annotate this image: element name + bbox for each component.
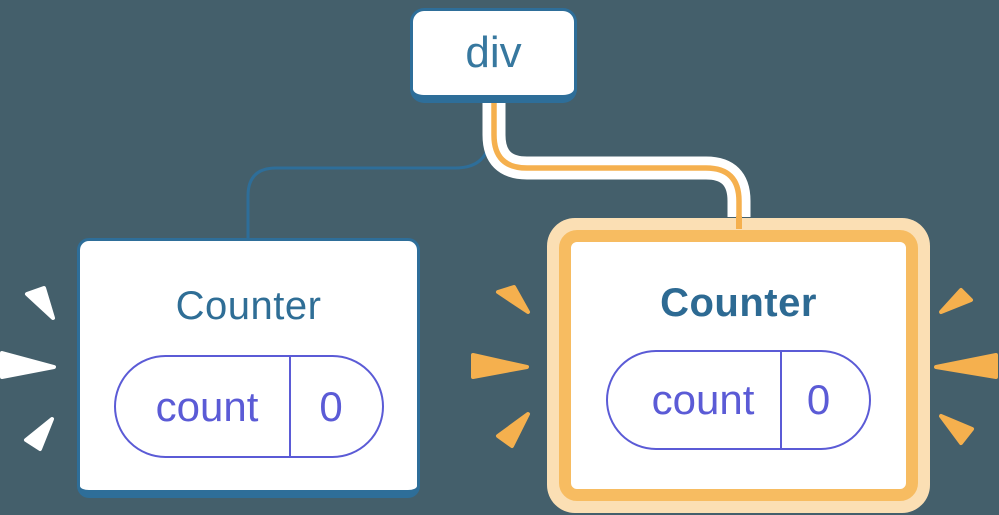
burst-ray <box>24 417 54 451</box>
tree-node-div-label: div <box>465 28 522 77</box>
burst-right-counter-right <box>934 288 998 445</box>
edge-div-to-right-counter <box>491 101 742 230</box>
state-value: 0 <box>780 352 869 448</box>
state-key-label: count <box>155 382 259 430</box>
state-key-label: count <box>651 376 755 423</box>
burst-left-counter <box>0 286 56 451</box>
burst-ray <box>939 288 973 314</box>
burst-ray <box>0 351 56 379</box>
counter-title: Counter <box>175 284 322 328</box>
counter-card-right-highlight-ring: Counter count 0 <box>547 218 930 513</box>
state-pill: count 0 <box>113 355 384 458</box>
edge-stub-over-ring <box>736 216 742 229</box>
counter-card-right: Counter count 0 <box>559 230 918 501</box>
burst-ray <box>496 412 530 448</box>
tree-node-div: div <box>410 8 577 103</box>
burst-ray <box>496 285 530 314</box>
counter-title: Counter <box>660 281 817 325</box>
burst-ray <box>939 414 974 445</box>
edge-div-to-left-counter <box>246 101 492 240</box>
counter-card-left: Counter count 0 <box>77 238 420 498</box>
edge-div-to-right-counter-casing <box>482 101 751 217</box>
burst-ray <box>471 353 529 379</box>
state-pill: count 0 <box>606 350 871 450</box>
state-value: 0 <box>288 357 382 456</box>
burst-ray <box>934 353 998 379</box>
burst-right-counter-left <box>471 285 530 448</box>
burst-ray <box>25 286 55 320</box>
